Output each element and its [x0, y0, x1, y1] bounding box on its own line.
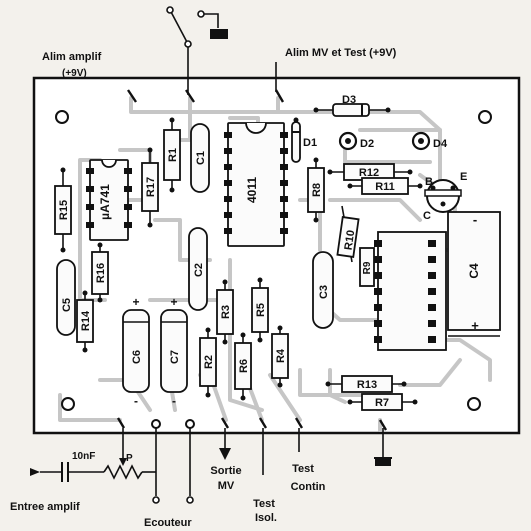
label-c2: C2: [193, 263, 205, 277]
power-switch: [166, 6, 219, 95]
label-r9: R9: [362, 261, 373, 274]
capacitor-c6: [122, 309, 150, 393]
resistor-r9: [359, 247, 375, 287]
capacitor-c4: [447, 211, 501, 337]
label-r14: R14: [80, 310, 92, 331]
transistor-bce: [424, 179, 462, 213]
label-r4: R4: [275, 348, 287, 363]
label-c3: C3: [318, 285, 330, 299]
label-r3: R3: [220, 305, 232, 319]
resistor-r16: [91, 242, 109, 303]
label-c6: C6: [131, 350, 143, 364]
resistor-r2: [199, 327, 217, 398]
ground-symbol-top: [210, 29, 228, 39]
label-c5: C5: [61, 298, 73, 312]
resistor-r15: [54, 167, 72, 253]
label-transistor-b: B: [425, 176, 433, 188]
label-c4: C4: [467, 263, 481, 279]
label-transistor-e: E: [460, 171, 467, 183]
capacitor-c5: [56, 259, 76, 336]
resistor-r6: [234, 332, 252, 401]
capacitor-c1: [190, 123, 210, 193]
label-c4-minus: -: [473, 212, 477, 227]
supply-pads: [127, 62, 285, 103]
label-ecouteur: Ecouteur: [144, 517, 192, 529]
label-mv: MV: [218, 480, 235, 492]
label-r6: R6: [238, 359, 250, 373]
resistor-r4: [271, 325, 289, 388]
capacitor-c7: [160, 309, 188, 393]
label-r11: R11: [375, 181, 395, 193]
resistor-r5: [251, 277, 269, 343]
resistor-r1: [163, 117, 181, 193]
label-sortie: Sortie: [210, 465, 241, 477]
label-c6-minus: -: [134, 394, 138, 408]
label-alim-amplif: Alim amplif: [42, 51, 102, 63]
label-pot-p: P: [126, 453, 133, 464]
capacitor-c3: [312, 251, 334, 329]
label-alim-amplif-volt: (+9V): [62, 68, 87, 79]
resistor-r14: [76, 290, 94, 353]
label-10nf: 10nF: [72, 451, 95, 462]
label-r15: R15: [58, 200, 70, 220]
label-r5: R5: [255, 303, 267, 317]
label-d4: D4: [433, 138, 448, 150]
bottom-pads: [116, 417, 388, 431]
capacitor-c2: [188, 227, 208, 311]
label-alim-mv-test: Alim MV et Test (+9V): [285, 47, 397, 59]
diode-d3: [313, 103, 391, 117]
input-network: [30, 428, 194, 504]
label-d2: D2: [360, 138, 374, 150]
label-r7: R7: [375, 397, 389, 409]
label-r8: R8: [311, 183, 323, 197]
ground-symbol-bottom: [374, 428, 392, 466]
label-d1: D1: [303, 137, 317, 149]
label-transistor-c: C: [423, 210, 431, 222]
label-r13: R13: [357, 379, 377, 391]
led-d2: [338, 131, 358, 151]
label-ic-ua741: µA741: [98, 184, 112, 220]
label-d3: D3: [342, 94, 356, 106]
sortie-mv-arrow: [219, 428, 231, 460]
relay-module: [374, 231, 447, 351]
label-r10: R10: [343, 229, 358, 251]
label-c1: C1: [195, 151, 207, 165]
led-d4: [411, 131, 431, 151]
label-c7: C7: [169, 350, 181, 364]
label-entree-amplif: Entree amplif: [10, 501, 80, 513]
diode-d1: [291, 117, 301, 163]
label-r12: R12: [359, 167, 379, 179]
label-test-contin-2: Contin: [291, 481, 326, 493]
label-r17: R17: [145, 177, 157, 197]
resistor-r8: [307, 157, 325, 223]
label-c7-plus: +: [170, 295, 177, 309]
label-r2: R2: [203, 355, 215, 369]
label-test-isol-1: Test: [253, 498, 275, 510]
resistor-r17: [141, 147, 159, 228]
label-c4-plus: +: [471, 318, 479, 333]
label-test-contin-1: Test: [292, 463, 314, 475]
label-r1: R1: [167, 148, 179, 162]
resistor-r13: [325, 375, 407, 393]
label-ic-4011: 4011: [245, 177, 259, 203]
mounting-holes: [55, 110, 492, 411]
resistor-r11: [347, 177, 423, 195]
label-test-isol-2: Isol.: [255, 512, 277, 524]
ic-ua741: [86, 159, 132, 241]
label-r16: R16: [95, 263, 107, 283]
label-c6-plus: +: [132, 295, 139, 309]
resistor-r3: [216, 279, 234, 345]
ic-4011: [224, 122, 288, 247]
resistor-r7: [347, 393, 418, 411]
resistor-r10: [336, 205, 360, 263]
label-c7-minus: -: [172, 394, 176, 408]
